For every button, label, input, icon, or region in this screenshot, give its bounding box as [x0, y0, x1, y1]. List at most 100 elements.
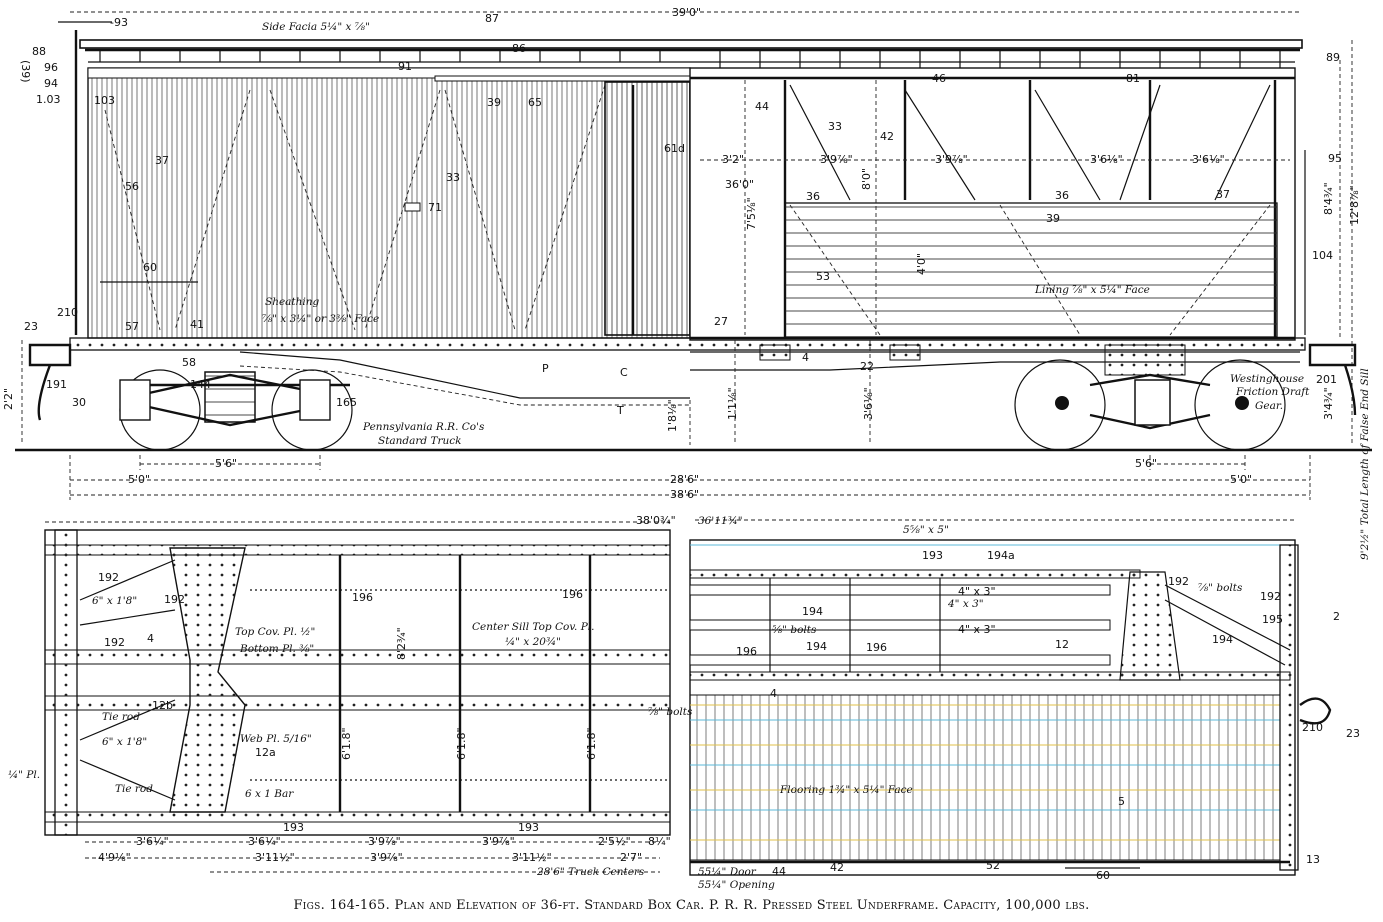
floor-plan [689, 519, 1332, 876]
plan-right-label: 210 [1302, 721, 1323, 734]
plan-right-label: 196 [866, 641, 887, 654]
elevation-label: Lining ⅞" x 5¼" Face [1034, 284, 1150, 296]
elevation-label: ⅞" x 3¼" or 3⅜" Face [262, 313, 379, 325]
plan-left-label: 6" x 1'8" [92, 595, 137, 607]
plan-left-label: 6'1.8" [340, 727, 353, 760]
plan-left-label: 196 [352, 591, 373, 604]
plan-left-label: 4 [147, 632, 154, 645]
elevation-label: 5'0" [1230, 473, 1252, 486]
elevation-label: 103 [94, 94, 115, 107]
elevation-label: 36 [1055, 189, 1069, 202]
plan-right-label: 55¼" Opening [698, 879, 775, 891]
elevation-label: 37 [1216, 188, 1230, 201]
elevation-label: 1'8⅛" [666, 399, 679, 432]
elevation-label: Side Facia 5¼" x ⅞" [262, 21, 370, 33]
elevation-label: 165 [336, 396, 357, 409]
elevation-label: 42 [880, 130, 894, 143]
plan-right-label: 23 [1346, 727, 1360, 740]
plan-left-label: 192 [104, 636, 125, 649]
elevation-label: 86 [512, 42, 526, 55]
elevation-label: 36'0" [725, 178, 754, 191]
elevation-label: 36 [806, 190, 820, 203]
elevation-label: 94 [44, 77, 58, 90]
plan-right-label: 192 [1168, 575, 1189, 588]
plan-left-label: Bottom Pl. ⅜" [239, 643, 314, 655]
plan-right-label: 4" x 3" [947, 598, 984, 610]
plan-right-label: 60 [1096, 869, 1110, 882]
plan-left-label: 28'6" Truck Centers [536, 866, 645, 878]
plan-right-label: 44 [772, 865, 786, 878]
plan-left-label: 3'6¼" [136, 835, 169, 848]
side-elevation [15, 11, 1372, 500]
plan-left-label: 6'1.8" [455, 727, 468, 760]
plan-left-label: 192 [98, 571, 119, 584]
elevation-label: 3'6⅛" [1090, 153, 1123, 166]
plan-right-label: 13 [1306, 853, 1320, 866]
elevation-label: 65 [528, 96, 542, 109]
plan-left-label: 3'6¼" [248, 835, 281, 848]
elevation-label: P [542, 362, 549, 375]
elevation-label: 210 [57, 306, 78, 319]
plan-left-label: 196 [562, 588, 583, 601]
plan-right-label: 52 [986, 859, 1000, 872]
right-truck [1014, 359, 1286, 451]
page-number: (39) [19, 60, 32, 83]
elevation-label: Westinghouse [1230, 373, 1304, 385]
elevation-label: 91 [398, 60, 412, 73]
plan-left-label: 12b [152, 699, 173, 712]
plan-left-label: ¼" Pl. [8, 769, 40, 781]
elevation-label: 38'6" [670, 488, 699, 501]
plan-left-label: ⅞" bolts [648, 706, 693, 718]
elevation-label: 88 [32, 45, 46, 58]
elevation-label: 58 [182, 356, 196, 369]
elevation-label: 56 [125, 180, 139, 193]
elevation-label: 46 [932, 72, 946, 85]
plan-left-label: 38'0¾" [636, 514, 676, 527]
elevation-label: 191 [46, 378, 67, 391]
plan-left-label: Top Cov. Pl. ½" [235, 626, 315, 638]
elevation-label: Friction Draft [1235, 386, 1310, 398]
elevation-label: 1'1⅛" [726, 387, 739, 420]
plan-left-label: 12a [255, 746, 276, 759]
dimension-lines [21, 340, 1311, 500]
plan-right-label: 194 [1212, 633, 1233, 646]
elevation-label: 201 [1316, 373, 1337, 386]
elevation-label: 81 [1126, 72, 1140, 85]
lining-boards [784, 202, 1278, 338]
plan-left-label: 3'9⅞" [370, 851, 403, 864]
elevation-label: Gear. [1255, 400, 1283, 412]
plan-left-label: 3'9⅞" [368, 835, 401, 848]
plan-right-label: 5 [1118, 795, 1125, 808]
plan-left-label: 4'9⅛" [98, 851, 131, 864]
plan-left-label: 8'2¾" [395, 627, 408, 660]
elevation-label: 71 [428, 201, 442, 214]
door-track [434, 75, 691, 82]
plan-left-label: ¼" x 20¾" [505, 636, 561, 648]
elevation-label: 27 [714, 315, 728, 328]
plan-right-label: 9'2½" Total Length of False End Sill [1359, 368, 1371, 560]
plan-right-label: 55¼" Door [698, 866, 757, 878]
elevation-label: 39 [487, 96, 501, 109]
elevation-label: 96 [44, 61, 58, 74]
elevation-label: 89 [1326, 51, 1340, 64]
elevation-label: 37 [155, 154, 169, 167]
plan-left-label: 6" x 1'8" [102, 736, 147, 748]
elevation-label: 2'2" [2, 388, 15, 410]
elevation-label: 3'9⅞" [935, 153, 968, 166]
plan-right-label: 2 [1333, 610, 1340, 623]
elevation-label: 23 [24, 320, 38, 333]
plan-left-label: Web Pl. 5/16" [240, 733, 312, 745]
elevation-label: 8'4¾" [1322, 182, 1335, 215]
elevation-label: 1.03 [36, 93, 61, 106]
plan-right-label: 42 [830, 861, 844, 874]
elevation-label: 95 [1328, 152, 1342, 165]
elevation-label: T [616, 404, 624, 417]
elevation-label: 39'0" [672, 6, 701, 19]
elevation-label: 4'0" [915, 253, 928, 275]
plan-left-label: 2'7" [620, 851, 642, 864]
elevation-label: 104 [1312, 249, 1333, 262]
plan-right-label: 193 [922, 549, 943, 562]
plan-left-label: 6 x 1 Bar [245, 788, 294, 800]
elevation-label: 12'8⅞" [1348, 185, 1361, 225]
